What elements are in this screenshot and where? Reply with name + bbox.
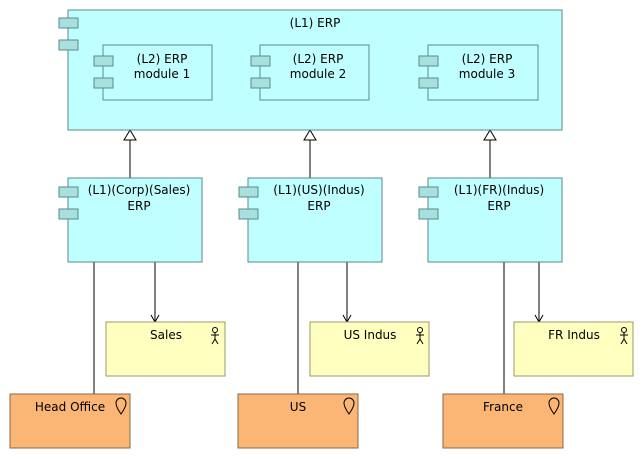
location-us[interactable]: US xyxy=(237,393,359,449)
location-label: US xyxy=(290,400,306,414)
actor-icon xyxy=(416,327,424,345)
erp-instance-us-indus[interactable]: (L1)(US)(Indus) ERP xyxy=(238,177,383,263)
erp-instance-fr-indus[interactable]: (L1)(FR)(Indus) ERP xyxy=(418,177,563,263)
role-fr-indus[interactable]: FR Indus xyxy=(513,321,634,377)
role-sales[interactable]: Sales xyxy=(105,321,226,377)
generalization-arrow-icon xyxy=(303,129,317,141)
erp-module-3[interactable]: (L2) ERP module 3 xyxy=(418,44,539,101)
module-label-line2: module 2 xyxy=(290,67,346,81)
module-label-line1: (L2) ERP xyxy=(137,52,188,66)
component-icon xyxy=(250,55,271,89)
component-icon xyxy=(58,17,79,51)
erp-module-1[interactable]: (L2) ERP module 1 xyxy=(93,44,213,101)
actor-icon xyxy=(620,327,628,345)
role-label: FR Indus xyxy=(548,328,600,342)
component-icon xyxy=(238,186,259,220)
module-label-line1: (L2) ERP xyxy=(462,52,513,66)
instance-label-line2: ERP xyxy=(127,199,150,213)
role-label: US Indus xyxy=(344,328,397,342)
component-icon xyxy=(93,55,114,89)
instance-label-line2: ERP xyxy=(487,199,510,213)
serving-edges xyxy=(150,262,544,324)
module-label-line2: module 1 xyxy=(134,67,190,81)
location-france[interactable]: France xyxy=(442,393,564,449)
actor-icon xyxy=(211,327,219,345)
location-head-office[interactable]: Head Office xyxy=(9,393,131,449)
component-icon xyxy=(418,186,439,220)
component-icon xyxy=(58,186,79,220)
location-pin-icon xyxy=(548,397,560,415)
role-label: Sales xyxy=(150,328,182,342)
location-edges xyxy=(93,262,505,394)
erp-module-2[interactable]: (L2) ERP module 2 xyxy=(250,44,370,101)
role-us-indus[interactable]: US Indus xyxy=(309,321,430,377)
instance-label-line1: (L1)(FR)(Indus) xyxy=(454,183,544,197)
generalization-arrow-icon xyxy=(483,129,497,141)
instance-label-line1: (L1)(US)(Indus) xyxy=(273,183,364,197)
location-label: Head Office xyxy=(35,400,105,414)
instance-label-line2: ERP xyxy=(307,199,330,213)
specialization-edges xyxy=(123,129,497,178)
generalization-arrow-icon xyxy=(123,129,137,141)
erp-label: (L1) ERP xyxy=(290,16,341,30)
module-label-line2: module 3 xyxy=(459,67,515,81)
location-pin-icon xyxy=(343,397,355,415)
module-label-line1: (L2) ERP xyxy=(293,52,344,66)
erp-instance-corp-sales[interactable]: (L1)(Corp)(Sales) ERP xyxy=(58,177,203,263)
component-icon xyxy=(418,55,439,89)
instance-label-line1: (L1)(Corp)(Sales) xyxy=(88,183,191,197)
location-pin-icon xyxy=(115,397,127,415)
location-label: France xyxy=(483,400,523,414)
